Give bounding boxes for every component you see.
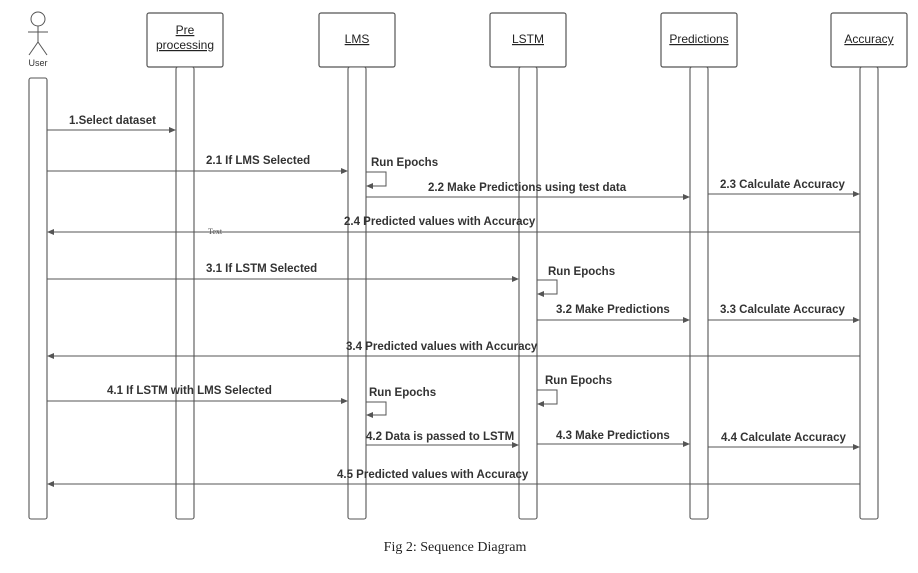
participant-predictions: Predictions <box>660 12 738 68</box>
lifeline-lstm <box>518 66 538 520</box>
lifeline-lms <box>347 66 367 520</box>
message-calculate-accuracy-2-3: 2.3 Calculate Accuracy <box>708 179 860 197</box>
message-make-predictions-test-data: 2.2 Make Predictions using test data <box>366 182 690 200</box>
self-message-run-epochs-lms-1: Run Epochs <box>366 157 438 189</box>
message-if-lstm-selected: 3.1 If LSTM Selected <box>47 263 519 282</box>
message-predicted-values-4-5-label: 4.5 Predicted values with Accuracy <box>337 469 529 481</box>
participant-preprocessing: Pre processing <box>146 12 224 68</box>
lifeline-predictions <box>689 66 709 520</box>
message-make-predictions-test-data-label: 2.2 Make Predictions using test data <box>428 182 627 194</box>
participant-lstm-label: LSTM <box>512 32 544 46</box>
message-calculate-accuracy-3-3: 3.3 Calculate Accuracy <box>708 304 860 323</box>
message-select-dataset: 1.Select dataset <box>47 115 176 133</box>
message-if-lstm-selected-label: 3.1 If LSTM Selected <box>206 263 317 275</box>
message-calculate-accuracy-4-4: 4.4 Calculate Accuracy <box>708 432 860 450</box>
lifeline-user <box>28 77 48 520</box>
participant-accuracy: Accuracy <box>830 12 908 68</box>
lifeline-preprocessing <box>175 66 195 520</box>
message-calculate-accuracy-3-3-label: 3.3 Calculate Accuracy <box>720 304 845 316</box>
message-if-lms-selected: 2.1 If LMS Selected <box>47 155 348 174</box>
message-predicted-values-2-4: 2.4 Predicted values with Accuracy Text <box>47 216 860 236</box>
message-if-lstm-with-lms-selected-label: 4.1 If LSTM with LMS Selected <box>107 385 272 397</box>
message-if-lstm-with-lms-selected: 4.1 If LSTM with LMS Selected <box>47 385 348 404</box>
message-make-predictions-4-3: 4.3 Make Predictions <box>537 430 690 447</box>
participant-preprocessing-label-line1: Pre <box>176 23 195 37</box>
self-message-run-epochs-lms-2: Run Epochs <box>366 387 436 418</box>
message-predicted-values-2-4-label: 2.4 Predicted values with Accuracy <box>344 216 536 228</box>
self-message-run-epochs-lstm-1: Run Epochs <box>537 266 615 297</box>
user-actor: User <box>28 11 48 68</box>
message-calculate-accuracy-2-3-label: 2.3 Calculate Accuracy <box>720 179 845 191</box>
message-data-passed-to-lstm-label: 4.2 Data is passed to LSTM <box>366 431 514 443</box>
user-actor-label: User <box>28 58 47 68</box>
participant-predictions-label: Predictions <box>669 32 728 46</box>
figure-caption: Fig 2: Sequence Diagram <box>384 540 527 555</box>
message-text-note: Text <box>208 227 223 236</box>
participant-lstm: LSTM <box>489 12 567 68</box>
message-data-passed-to-lstm: 4.2 Data is passed to LSTM <box>366 431 519 448</box>
participant-accuracy-label: Accuracy <box>844 32 893 46</box>
message-if-lms-selected-label: 2.1 If LMS Selected <box>206 155 310 167</box>
message-make-predictions-3-2: 3.2 Make Predictions <box>537 304 690 323</box>
participant-preprocessing-label-line2: processing <box>156 38 214 52</box>
lifeline-accuracy <box>859 66 879 520</box>
participant-lms: LMS <box>318 12 396 68</box>
message-make-predictions-4-3-label: 4.3 Make Predictions <box>556 430 670 442</box>
self-message-run-epochs-lms-1-label: Run Epochs <box>371 157 438 169</box>
message-predicted-values-4-5: 4.5 Predicted values with Accuracy <box>47 469 860 487</box>
message-predicted-values-3-4: 3.4 Predicted values with Accuracy <box>47 341 860 359</box>
self-message-run-epochs-lstm-2-label: Run Epochs <box>545 375 612 387</box>
participant-lms-label: LMS <box>345 32 370 46</box>
self-message-run-epochs-lstm-2: Run Epochs <box>537 375 612 407</box>
message-select-dataset-label: 1.Select dataset <box>69 115 156 127</box>
self-message-run-epochs-lms-2-label: Run Epochs <box>369 387 436 399</box>
message-make-predictions-3-2-label: 3.2 Make Predictions <box>556 304 670 316</box>
message-predicted-values-3-4-label: 3.4 Predicted values with Accuracy <box>346 341 538 353</box>
message-calculate-accuracy-4-4-label: 4.4 Calculate Accuracy <box>721 432 846 444</box>
self-message-run-epochs-lstm-1-label: Run Epochs <box>548 266 615 278</box>
